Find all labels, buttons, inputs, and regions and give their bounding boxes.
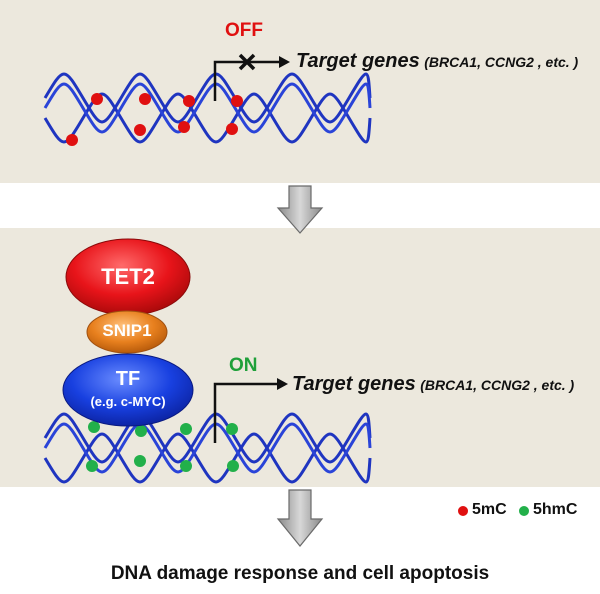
snip1-protein	[86, 310, 168, 354]
hydroxymethyl-dot	[227, 460, 239, 472]
dna-helix-top	[43, 72, 372, 144]
hydroxymethyl-dot	[88, 421, 100, 433]
methyl-dot	[91, 93, 103, 105]
legend-hydroxymethyl-dot	[519, 506, 529, 516]
genes-label: (BRCA1, CCNG2 , etc. )	[420, 377, 575, 393]
promoter-arrow-bottom	[213, 378, 288, 443]
status-on-label: ON	[229, 355, 258, 376]
target-genes-bottom: Target genes (BRCA1, CCNG2 , etc. )	[292, 373, 574, 396]
dna-strand	[43, 92, 372, 144]
methyl-dot	[139, 93, 151, 105]
legend-hydroxymethyl-label: 5hmC	[533, 501, 578, 518]
hydroxymethyl-dot	[180, 423, 192, 435]
dna-strand	[43, 82, 372, 134]
tf-label: TF	[115, 368, 141, 390]
hydroxymethyl-dot	[134, 455, 146, 467]
genes-label: (BRCA1, CCNG2 , etc. )	[424, 54, 579, 70]
methyl-dot	[134, 124, 146, 136]
hydroxymethyl-dot	[135, 425, 147, 437]
target-label: Target genes	[292, 373, 416, 395]
tf-protein	[62, 353, 194, 427]
legend-methyl-dot	[458, 506, 468, 516]
snip1-label: SNIP1	[102, 321, 152, 340]
target-label: Target genes	[296, 50, 420, 72]
block-x-icon	[238, 53, 256, 71]
methyl-dot	[183, 95, 195, 107]
promoter-arrow-top	[213, 56, 290, 101]
tet2-label: TET2	[101, 264, 155, 289]
methyl-dot	[226, 123, 238, 135]
status-off-label: OFF	[225, 20, 263, 41]
methyl-dot	[231, 95, 243, 107]
hydroxymethyl-marks	[86, 421, 239, 472]
hydroxymethyl-dot	[86, 460, 98, 472]
hydroxymethyl-dot	[226, 423, 238, 435]
dna-strand	[43, 432, 372, 484]
hydroxymethyl-dot	[180, 460, 192, 472]
methyl-dot	[66, 134, 78, 146]
down-arrow-lower	[276, 489, 324, 547]
tf-example-label: (e.g. c-MYC)	[90, 394, 166, 409]
outcome-label: DNA damage response and cell apoptosis	[110, 563, 490, 584]
methyl-dot	[178, 121, 190, 133]
down-arrow-upper	[276, 185, 324, 234]
methyl-marks	[66, 93, 243, 146]
target-genes-top: Target genes (BRCA1, CCNG2 , etc. )	[296, 50, 578, 73]
legend-methyl-label: 5mC	[472, 501, 507, 518]
